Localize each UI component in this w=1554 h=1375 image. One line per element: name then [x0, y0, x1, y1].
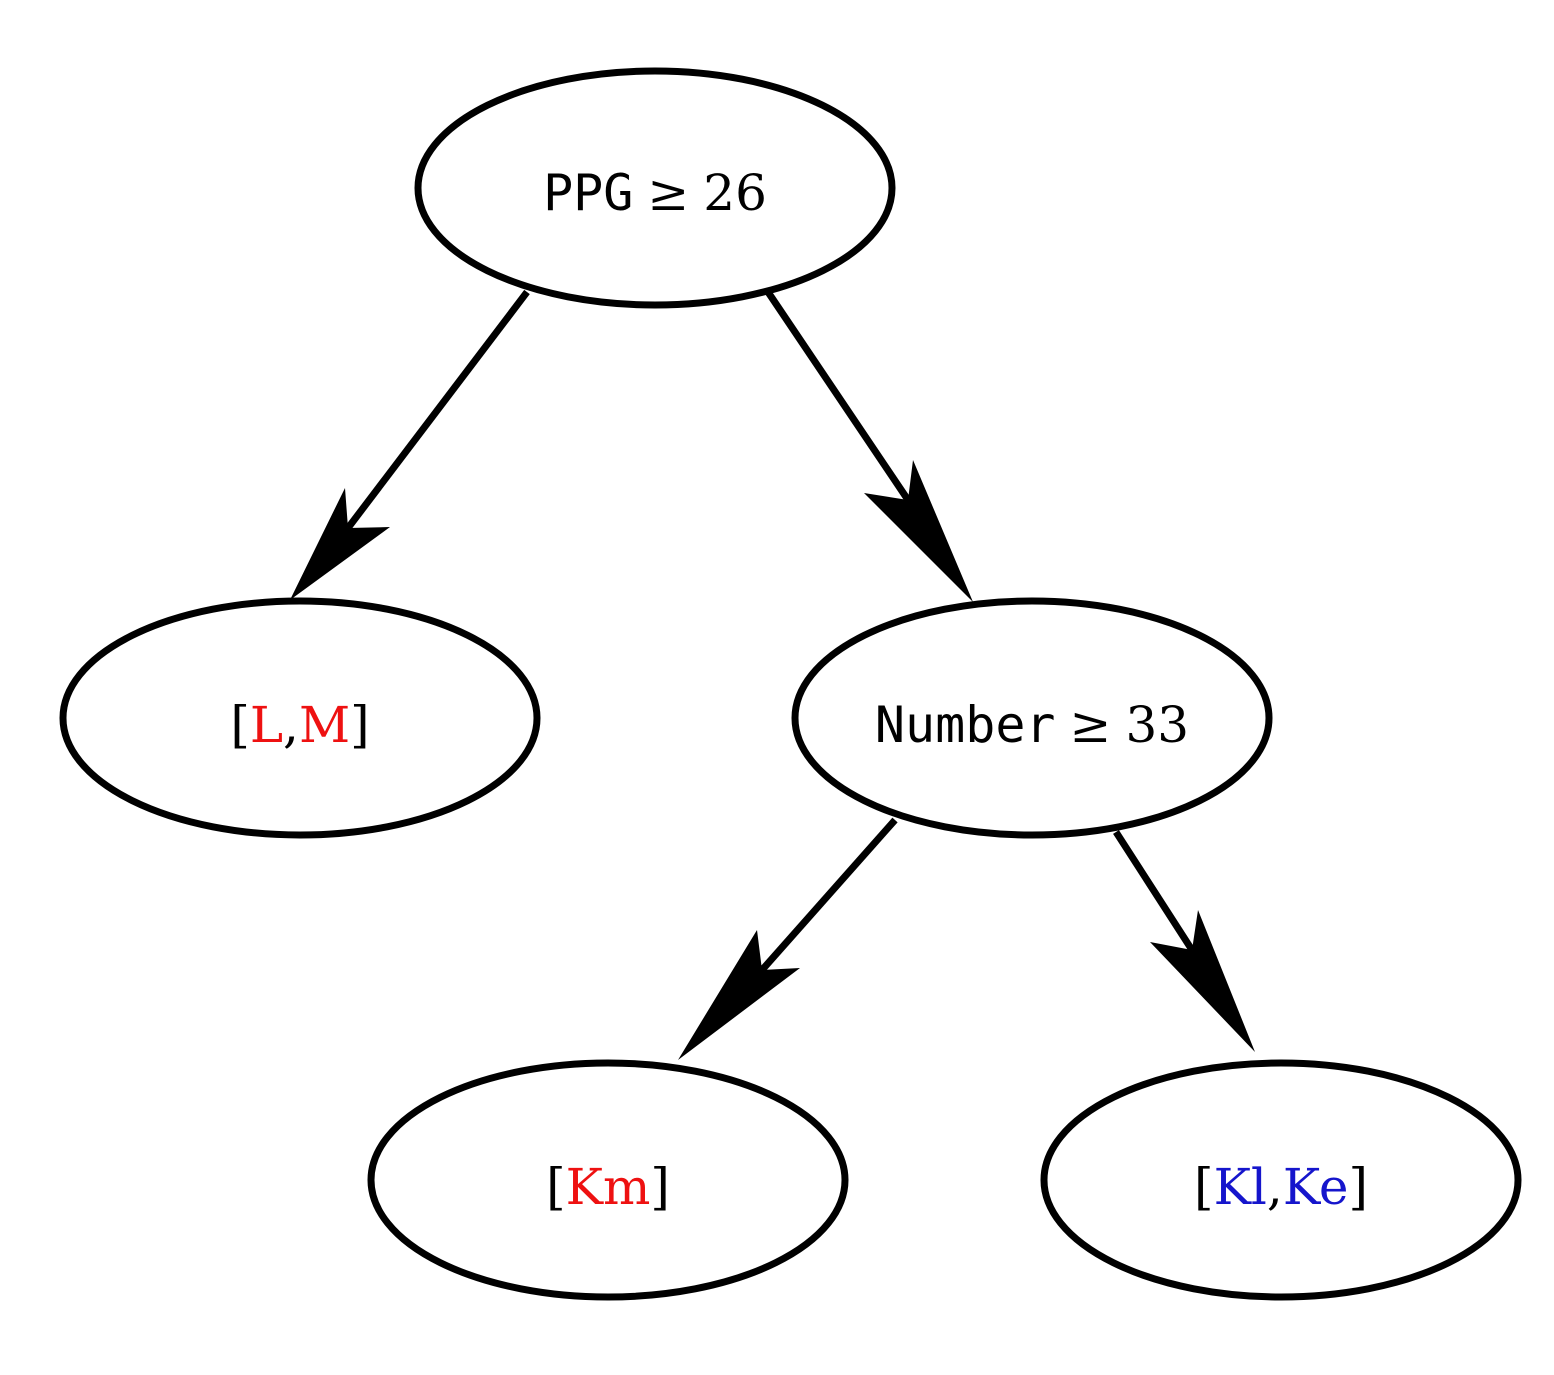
node-left-leaf: [L,M] — [59, 597, 541, 839]
arrowhead — [290, 488, 390, 600]
edge-mid-to-bottom-right-leaf — [1113, 830, 1255, 1052]
arrowhead — [1150, 910, 1255, 1052]
bracket-close: ] — [350, 696, 370, 754]
mid-feature-name: Number — [875, 696, 1056, 754]
bracket-close: ] — [1348, 1158, 1368, 1216]
node-bottom-left-leaf-ellipse — [367, 1059, 849, 1301]
arrowhead — [864, 460, 973, 602]
node-mid: Number≥33 — [791, 597, 1273, 839]
bracket-open: [ — [1194, 1158, 1214, 1216]
class-label-kl: Kl — [1214, 1158, 1267, 1216]
node-left-leaf-ellipse — [59, 597, 541, 839]
class-label-ke: Ke — [1283, 1158, 1349, 1216]
bracket-close: ] — [650, 1158, 670, 1216]
bracket-open: [ — [546, 1158, 566, 1216]
node-bottom-right-leaf-ellipse — [1040, 1059, 1522, 1301]
root-operator: ≥ — [647, 164, 689, 222]
node-mid-ellipse — [791, 597, 1273, 839]
separator: , — [283, 696, 299, 754]
node-bottom-right-leaf: [Kl,Ke] — [1040, 1059, 1522, 1301]
separator: , — [1267, 1158, 1283, 1216]
arrowhead — [678, 930, 800, 1060]
node-bottom-left-leaf-label: [Km] — [546, 1158, 670, 1216]
root-feature-name: PPG — [543, 164, 633, 222]
class-label-km: Km — [566, 1158, 651, 1216]
root-threshold: 26 — [703, 164, 767, 222]
edge-root-to-left-leaf — [290, 289, 530, 600]
node-root-ellipse — [414, 67, 896, 309]
edge-mid-to-bottom-left-leaf — [678, 817, 898, 1060]
node-mid-label: Number≥33 — [875, 696, 1189, 754]
node-bottom-left-leaf: [Km] — [367, 1059, 849, 1301]
node-bottom-right-leaf-label: [Kl,Ke] — [1194, 1158, 1368, 1216]
mid-threshold: 33 — [1125, 696, 1189, 754]
node-root-label: PPG≥26 — [543, 164, 767, 222]
edge-root-to-mid — [765, 290, 973, 602]
mid-operator: ≥ — [1070, 696, 1112, 754]
bracket-open: [ — [230, 696, 250, 754]
node-left-leaf-label: [L,M] — [230, 696, 369, 754]
class-label-l: L — [250, 696, 283, 754]
node-root: PPG≥26 — [414, 67, 896, 309]
class-label-m: M — [299, 696, 350, 754]
